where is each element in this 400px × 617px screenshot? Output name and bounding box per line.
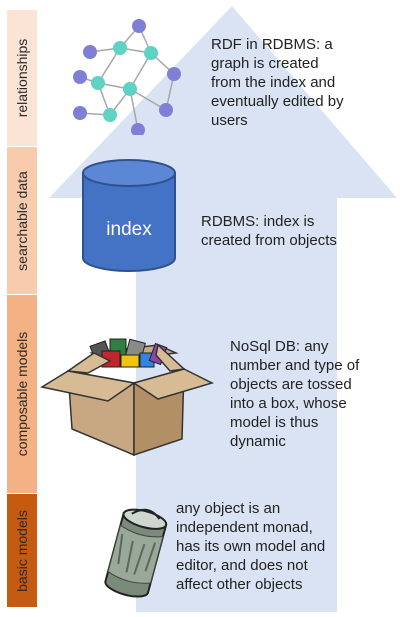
band-composable-models: composable models [7, 295, 37, 493]
description-relationships: RDF in RDBMS: a graph is created from th… [211, 36, 344, 129]
database-label: index [106, 219, 152, 240]
band-basic-models: basic models [7, 494, 37, 607]
description-basic-models: any object is an independent monad, has … [176, 500, 326, 593]
band-label-relationships: relationships [14, 38, 30, 118]
band-label-composable-models: composable models [14, 331, 30, 457]
band-searchable-data: searchable data [7, 147, 37, 294]
band-relationships: relationships [7, 10, 37, 146]
database-cylinder-icon [82, 159, 176, 272]
tin-can-icon [104, 508, 168, 598]
network-graph-icon [73, 19, 181, 135]
description-searchable-data: RDBMS: index is created from objects [201, 213, 337, 249]
band-label-basic-models: basic models [14, 509, 30, 592]
band-label-searchable-data: searchable data [14, 170, 30, 271]
description-composable-models: NoSql DB: any number and type of objects… [230, 338, 360, 450]
box-of-cans-icon [40, 338, 215, 457]
